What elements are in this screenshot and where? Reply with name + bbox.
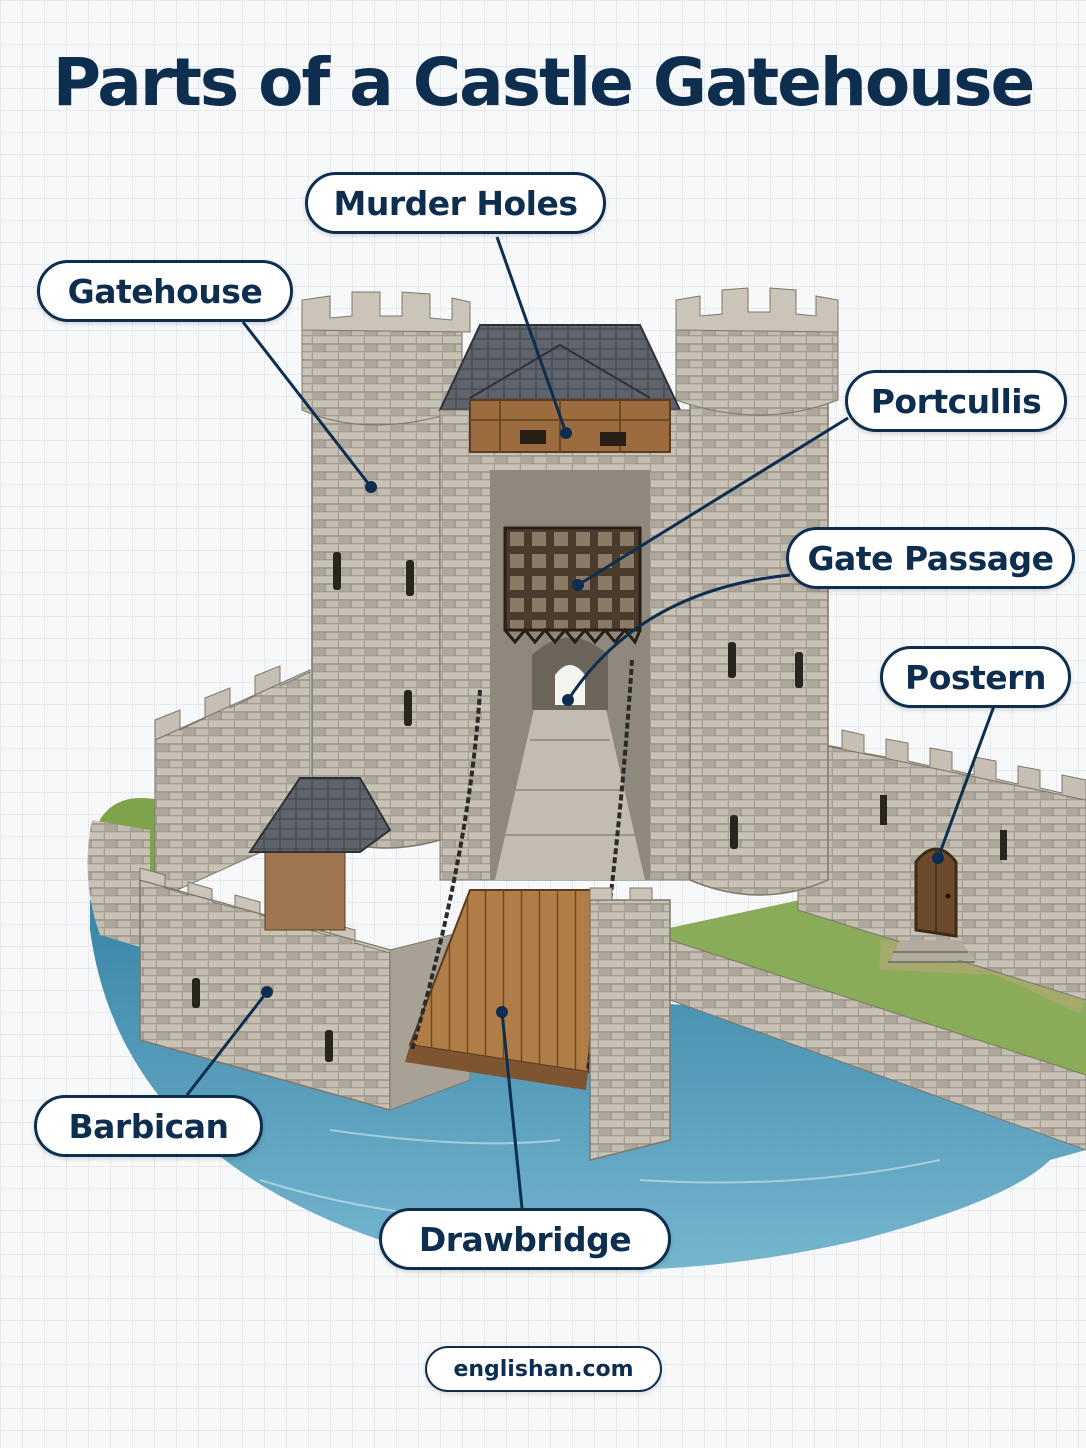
leader-line-barbican (185, 991, 269, 1096)
leader-line-gate-passage (566, 573, 791, 701)
label-drawbridge: Drawbridge (379, 1208, 671, 1270)
leader-line-portcullis (577, 416, 849, 587)
right-tower (675, 287, 839, 896)
left-tower (301, 291, 471, 849)
label-murder-holes: Murder Holes (305, 172, 606, 234)
label-barbican: Barbican (34, 1095, 263, 1157)
postern-door (888, 847, 975, 963)
portcullis (503, 526, 642, 645)
leader-line-gatehouse (241, 321, 373, 488)
label-gate-passage: Gate Passage (786, 527, 1075, 589)
label-postern: Postern (880, 646, 1071, 708)
drawbridge (405, 659, 634, 1090)
leader-line-murder-holes (495, 236, 568, 434)
label-gatehouse: Gatehouse (37, 260, 293, 322)
leader-lines (185, 236, 996, 1209)
gatehouse-roof (438, 324, 682, 411)
leader-line-drawbridge (500, 1011, 524, 1209)
leader-dots (261, 427, 944, 1018)
footer-website[interactable]: englishan.com (425, 1346, 662, 1392)
page-title: Parts of a Castle Gatehouse (52, 44, 1036, 121)
leader-line-postern (936, 705, 996, 859)
label-portcullis: Portcullis (845, 370, 1067, 432)
gate-pier (589, 887, 671, 1161)
murder-holes (520, 430, 626, 446)
